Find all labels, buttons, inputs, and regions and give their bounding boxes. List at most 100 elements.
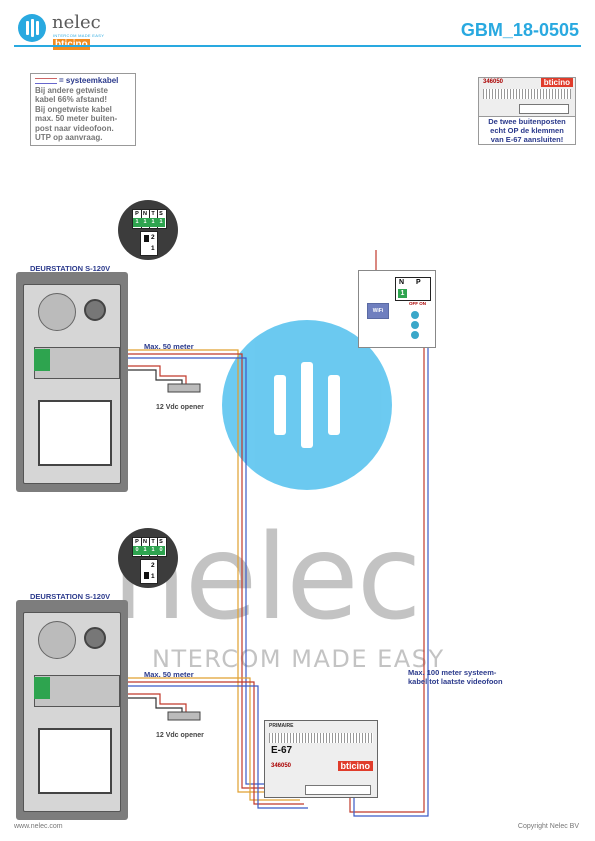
dip-value: 0 [133, 546, 141, 555]
footer-copyright: Copyright Nelec BV [517, 823, 579, 830]
cable-length-label: Max. 50 meter [144, 670, 194, 679]
e67-module-thumbnail: 346050 bticino [479, 78, 575, 117]
dip-header: N [143, 211, 147, 217]
nelec-logo: nelec INTERCOM MADE EASY bticino [18, 12, 138, 50]
switch-knob-icon [144, 235, 149, 242]
psu-fins [269, 733, 373, 743]
wire-station2-orange [88, 677, 300, 801]
switch-position: 2 [151, 234, 155, 241]
wire-opener2-black [88, 697, 183, 712]
green-terminal-icon [34, 349, 50, 371]
wire-opener2-red [88, 693, 187, 712]
wire-opener1-black [88, 369, 183, 384]
wifi-icon: WiFi [367, 303, 389, 319]
np-header: N [399, 279, 405, 286]
green-terminal-icon [34, 677, 50, 699]
dip-value: 1 [141, 546, 149, 555]
nelec-logo-icon [18, 14, 46, 42]
switch-position: 1 [151, 573, 155, 580]
nelec-watermark-icon [222, 320, 392, 490]
video-monitor: N P 1 WiFi OFF ON [358, 270, 436, 348]
system-cable-line: Max. 100 meter systeem- [408, 668, 497, 677]
legend-line: Bij ongetwiste kabel [35, 104, 112, 114]
door-station [16, 600, 128, 820]
dip-value: 1 [149, 546, 157, 555]
door-opener-icon [167, 711, 201, 721]
name-plate-window [38, 400, 112, 466]
brand-partner: bticino [53, 39, 90, 50]
wire-station2-blue [88, 685, 308, 809]
speaker-icon [38, 293, 76, 331]
position-switch: 2 1 [140, 231, 158, 256]
np-value: 1 [398, 289, 407, 298]
wiring-note-line: van E-67 aansluiten! [490, 135, 564, 144]
np-header: P [416, 279, 421, 286]
terminal-pin-icon [411, 331, 419, 339]
wiring-note-line: De twee buitenposten [488, 117, 566, 126]
system-cable-swatch-icon [35, 77, 57, 84]
dip-value: 1 [141, 218, 149, 227]
legend-line: Bij andere getwiste [35, 85, 108, 95]
door-opener-icon [167, 383, 201, 393]
psu-terminals [305, 785, 371, 795]
document-id: GBM_18-0505 [460, 20, 579, 40]
camera-icon [84, 299, 106, 321]
legend-key-label: = systeemkabel [59, 76, 119, 85]
dip-value: 1 [149, 218, 157, 227]
dip-value: 0 [157, 546, 165, 555]
np-switch-grid: N P 1 [395, 277, 431, 301]
legend-note: = systeemkabel Bij andere getwiste kabel… [30, 73, 136, 146]
psu-code: 346050 [271, 763, 292, 769]
legend-line: max. 50 meter buiten- [35, 114, 118, 123]
module-terminals [519, 104, 569, 114]
brand-tagline: INTERCOM MADE EASY [53, 33, 105, 38]
wire-opener1-red [88, 365, 187, 384]
watermark-subtext: NTERCOM MADE EASY [152, 645, 445, 673]
primary-label: PRIMAIRE [269, 723, 294, 729]
station-title: DEURSTATION S-120V [30, 264, 111, 273]
dip-header: S [159, 211, 163, 217]
wire-station2-red [88, 681, 304, 805]
speaker-icon [38, 621, 76, 659]
psu-name: E-67 [271, 745, 293, 756]
legend-line: post naar videofoon. [35, 123, 114, 133]
wiring-note-line: echt OP de klemmen [490, 126, 564, 135]
opener-label: 12 Vdc opener [156, 732, 204, 739]
dip-value: 1 [133, 218, 141, 227]
system-cable-note: Max. 100 meter systeem- kabel tot laatst… [408, 668, 503, 686]
dip-header: P [135, 539, 139, 545]
terminal-pin-icon [411, 321, 419, 329]
opener-label: 12 Vdc opener [156, 404, 204, 411]
name-plate-window [38, 728, 112, 794]
terminal-pin-icon [411, 311, 419, 319]
camera-icon [84, 627, 106, 649]
system-cable-line: kabel tot laatste videofoon [408, 677, 503, 686]
switch-position: 1 [151, 245, 155, 252]
dip-value: 1 [157, 218, 165, 227]
brand-name: nelec [52, 12, 101, 33]
switch-position: 2 [151, 562, 155, 569]
door-station-face [23, 612, 121, 812]
legend-line: kabel 66% afstand! [35, 95, 108, 104]
psu-brand: bticino [337, 761, 373, 771]
footer-website: www.nelec.com [14, 823, 63, 830]
header-divider [14, 45, 581, 47]
module-code: 346050 [483, 79, 504, 85]
door-station [16, 272, 128, 492]
position-switch: 2 1 [140, 559, 158, 584]
dip-header: N [143, 539, 147, 545]
cable-length-label: Max. 50 meter [144, 342, 194, 351]
dip-header: T [151, 539, 155, 545]
module-fins [483, 89, 571, 99]
switch-knob-icon [144, 572, 149, 579]
station-title: DEURSTATION S-120V [30, 592, 111, 601]
door-station-face [23, 284, 121, 484]
legend-line: UTP op aanvraag. [35, 133, 103, 142]
dip-header: P [135, 211, 139, 217]
power-supply-e67: PRIMAIRE E-67 346050 bticino [264, 720, 378, 798]
dip-header: S [159, 539, 163, 545]
